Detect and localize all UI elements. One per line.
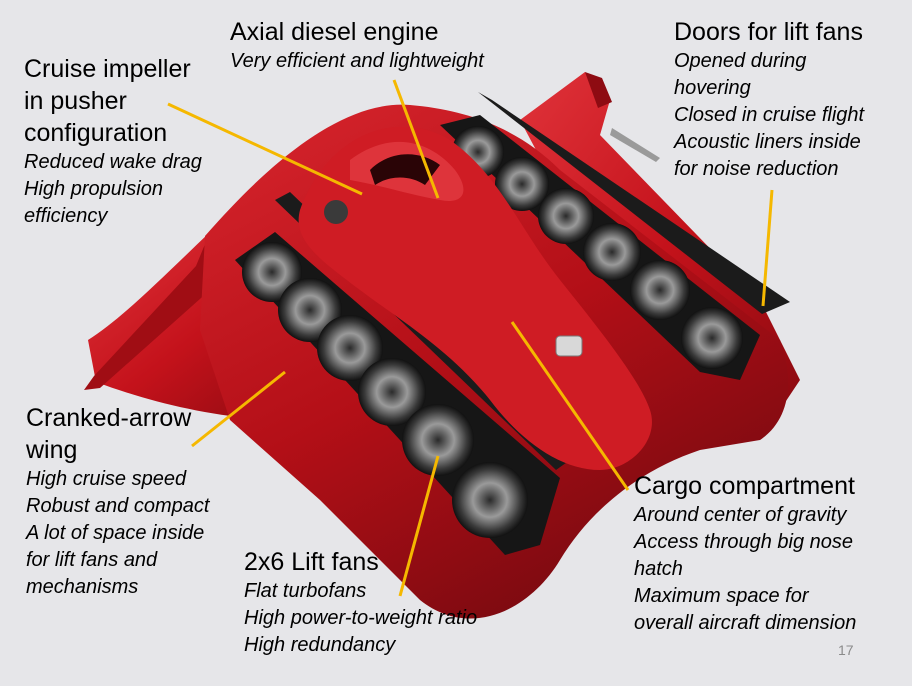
label-wing-line: for lift fans and bbox=[26, 549, 158, 571]
label-impeller-line: efficiency bbox=[24, 205, 108, 227]
label-cargo-line: overall aircraft dimension bbox=[634, 612, 857, 634]
label-doors-line: Opened during bbox=[674, 50, 807, 72]
label-cargo-line: Around center of gravity bbox=[634, 504, 847, 526]
nose-hatch-light bbox=[555, 335, 583, 357]
label-doors-line: Acoustic liners inside bbox=[674, 131, 861, 153]
label-doors-line: for noise reduction bbox=[674, 158, 839, 180]
label-impeller-line: Reduced wake drag bbox=[24, 151, 202, 173]
left-lift-fans bbox=[242, 242, 528, 538]
right-lift-fans bbox=[452, 126, 743, 369]
rear-probe bbox=[610, 128, 660, 162]
right-fin bbox=[585, 72, 612, 108]
fuselage bbox=[298, 126, 652, 470]
label-axial-diesel-engine: Axial diesel engine Very efficient and l… bbox=[230, 16, 484, 75]
label-impeller-line: High propulsion bbox=[24, 178, 163, 200]
label-cargo-title: Cargo compartment bbox=[634, 472, 855, 500]
label-wing-line: Robust and compact bbox=[26, 495, 210, 517]
label-lift-fans: 2x6 Lift fans Flat turbofans High power-… bbox=[244, 546, 477, 659]
label-doors-line: hovering bbox=[674, 77, 751, 99]
label-cargo-compartment: Cargo compartment Around center of gravi… bbox=[634, 470, 856, 637]
label-doors-title: Doors for lift fans bbox=[674, 18, 863, 46]
label-impeller-title-line: Cruise impeller bbox=[24, 55, 191, 83]
label-engine-title: Axial diesel engine bbox=[230, 18, 439, 46]
label-wing-line: mechanisms bbox=[26, 576, 139, 598]
right-fan-door bbox=[478, 92, 790, 314]
label-engine-line: Very efficient and lightweight bbox=[230, 50, 484, 72]
label-impeller-title-line: configuration bbox=[24, 119, 168, 147]
label-cargo-line: Access through big nose bbox=[634, 531, 854, 553]
engine-intake bbox=[370, 154, 440, 185]
label-fans-line: Flat turbofans bbox=[244, 580, 367, 602]
label-doors-lift-fans: Doors for lift fans Opened during hoveri… bbox=[674, 16, 864, 183]
label-cruise-impeller: Cruise impeller in pusher configuration … bbox=[24, 53, 202, 230]
label-wing-title-line: wing bbox=[26, 436, 78, 464]
label-fans-line: High redundancy bbox=[244, 634, 396, 656]
label-wing-line: High cruise speed bbox=[26, 468, 187, 490]
label-wing-line: A lot of space inside bbox=[26, 522, 205, 544]
label-cargo-line: Maximum space for bbox=[634, 585, 809, 607]
label-cranked-arrow-wing: Cranked-arrow wing High cruise speed Rob… bbox=[26, 402, 209, 601]
impeller-hub bbox=[324, 200, 348, 224]
label-cargo-line: hatch bbox=[634, 558, 683, 580]
label-fans-title: 2x6 Lift fans bbox=[244, 548, 379, 576]
label-wing-title-line: Cranked-arrow bbox=[26, 404, 192, 432]
page-number: 17 bbox=[838, 642, 854, 658]
left-wing-tip-fin bbox=[84, 232, 210, 390]
label-doors-line: Closed in cruise flight bbox=[674, 104, 865, 126]
label-fans-line: High power-to-weight ratio bbox=[244, 607, 478, 629]
label-impeller-title-line: in pusher bbox=[24, 87, 127, 115]
leader-lines bbox=[167, 79, 774, 597]
